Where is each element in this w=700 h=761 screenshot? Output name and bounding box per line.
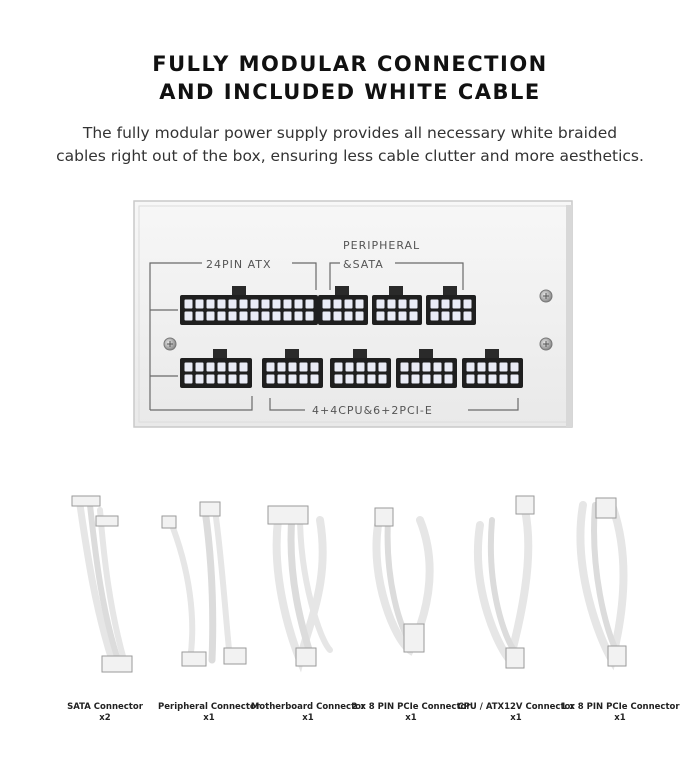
heading-line-1: FULLY MODULAR CONNECTION	[152, 52, 548, 76]
pcie-plug-icon	[374, 507, 394, 527]
pcie-socket-1-latch	[353, 349, 367, 359]
motherboard-cable-image	[272, 511, 333, 673]
peripheral-socket-2-latch	[389, 286, 403, 296]
atx-plug-icon	[267, 505, 309, 525]
atx-24pin-socket-latch	[232, 286, 246, 296]
peripheral-socket-1-latch	[335, 286, 349, 296]
sata-cable-image	[76, 501, 127, 664]
cpu-socket-1-latch	[213, 349, 227, 359]
label-24pin-atx: 24PIN ATX	[206, 258, 272, 271]
sata-plug-icon	[71, 495, 101, 507]
label-sata: &SATA	[343, 258, 384, 271]
pcie-socket-2	[396, 358, 457, 388]
pcie-socket-2-latch	[419, 349, 433, 359]
cpu-socket-2-latch	[285, 349, 299, 359]
heading-line-2: AND INCLUDED WHITE CABLE	[159, 80, 541, 104]
sata-end-plug-icon	[101, 655, 133, 673]
peripheral-socket-3-latch	[443, 286, 457, 296]
pcie-socket-1	[330, 358, 391, 388]
pcie-single-plug-icon	[595, 497, 617, 519]
label-cpu-pcie: 4+4CPU&6+2PCI-E	[312, 404, 433, 417]
cpu-cable-image	[474, 506, 533, 668]
pcie-socket-3-latch	[485, 349, 499, 359]
cpu-socket-2	[262, 358, 323, 388]
peripheral-cable-image	[167, 506, 233, 664]
description-line-2: cables right out of the box, ensuring le…	[56, 147, 644, 165]
description-line-1: The fully modular power supply provides …	[82, 124, 618, 142]
psu-modular-panel: 24PIN ATX PERIPHERAL &SATA 4+4CPU&6+2PCI…	[133, 200, 573, 428]
cable-set-illustration	[71, 495, 628, 673]
pcie-socket-3	[462, 358, 523, 388]
single-pcie-cable-image	[576, 501, 628, 671]
eps-plug-icon	[515, 495, 535, 515]
molex-plug-icon	[161, 515, 177, 529]
label-peripheral: PERIPHERAL	[343, 239, 420, 252]
